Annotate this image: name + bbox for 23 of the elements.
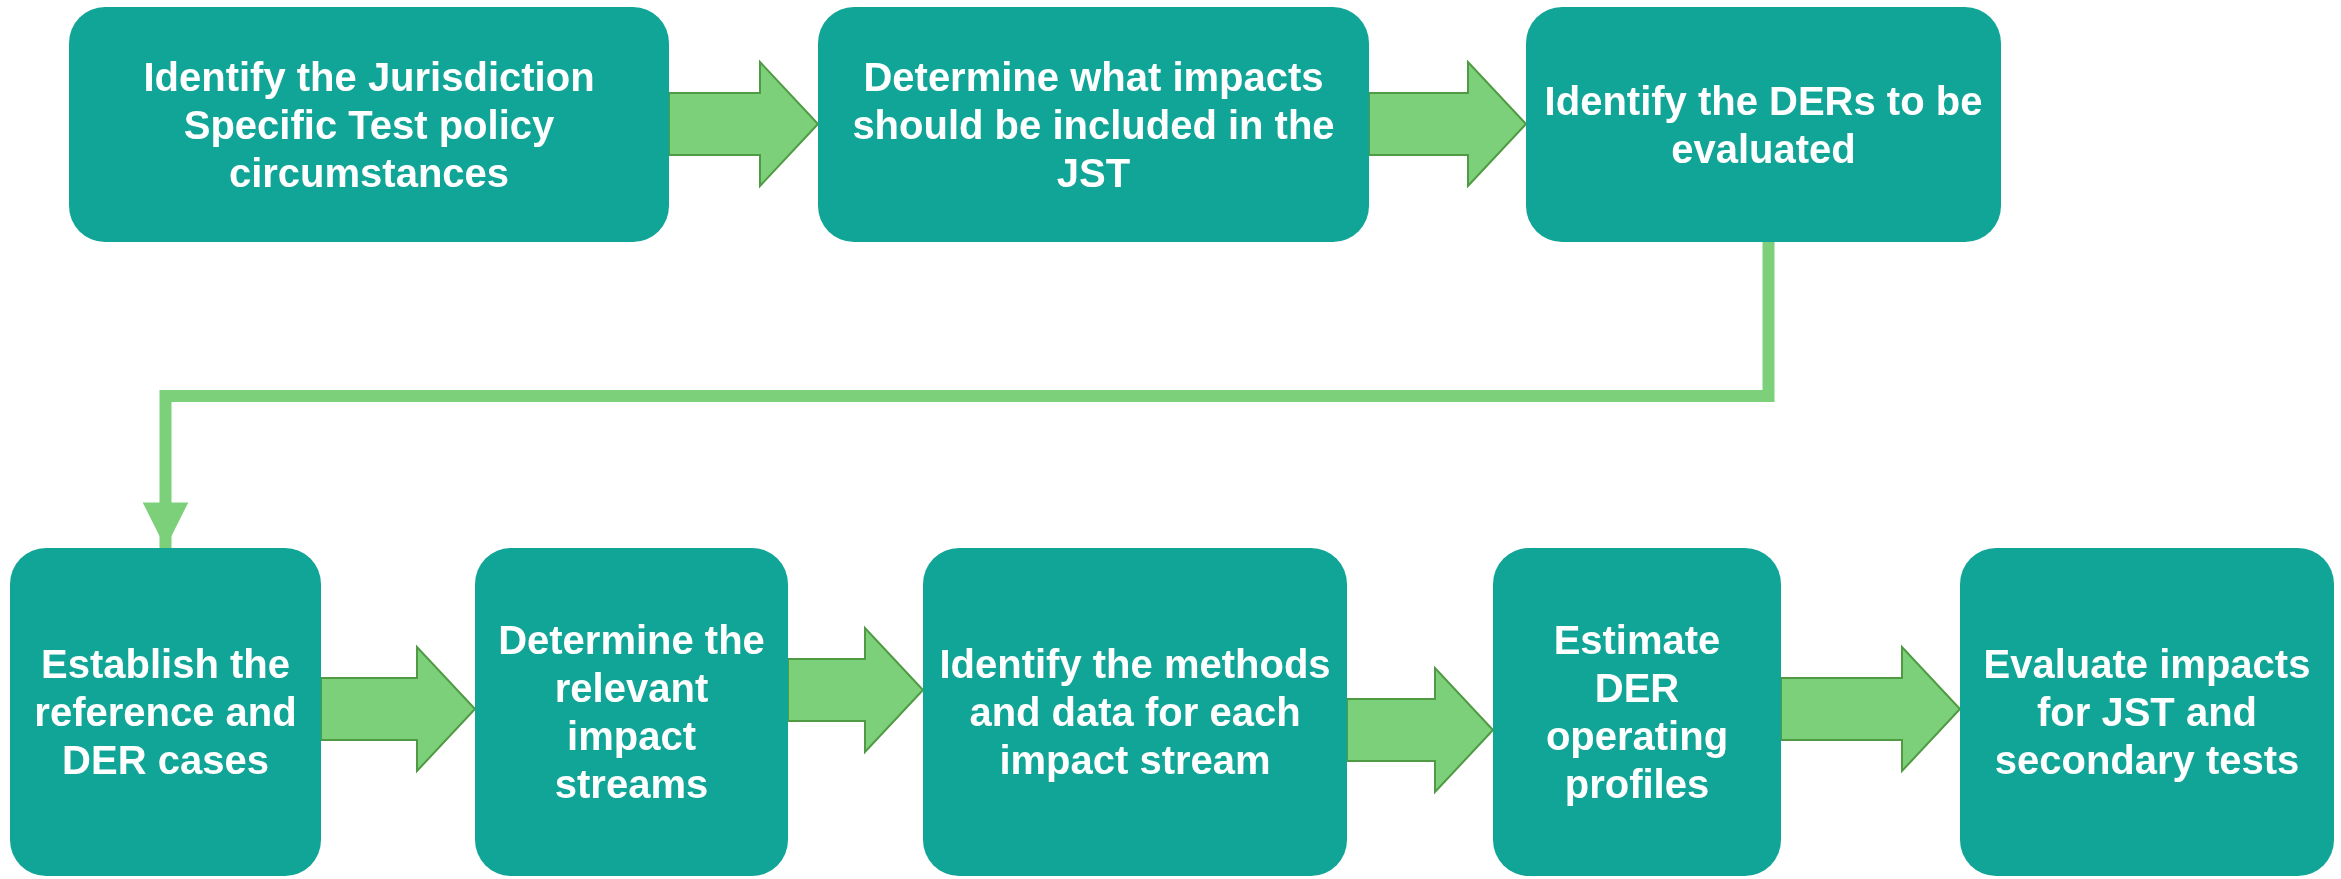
block-arrow: [1346, 665, 1495, 795]
process-box: [1493, 548, 1781, 876]
step-text: Determine what impacts should be included in the JST: [851, 53, 1336, 197]
connector-arrow: [142, 242, 1775, 548]
block-arrow: [320, 644, 477, 774]
process-box: [69, 7, 669, 242]
step-text: Evaluate impacts for JST and secondary tests: [1982, 641, 2312, 784]
process-box: [10, 548, 321, 876]
block-arrow: [1368, 59, 1528, 189]
process-box: [1526, 7, 2001, 242]
block-arrow: [787, 625, 925, 755]
block-arrow: [668, 59, 820, 189]
block-arrow: [1780, 644, 1962, 774]
step-text: Establish the reference and DER cases: [33, 641, 298, 784]
step-text: Determine the relevant impact streams: [497, 617, 766, 808]
process-box: [818, 7, 1369, 242]
step-text: Identify the DERs to be evaluated: [1543, 77, 1984, 173]
process-box: [475, 548, 788, 876]
process-box: [1960, 548, 2334, 876]
step-text: Identify the Jurisdiction Specific Test policy circumstances: [142, 53, 596, 197]
process-box: [923, 548, 1347, 876]
step-text: Identify the methods and data for each impact stream: [939, 641, 1331, 784]
step-text: Estimate DER operating profiles: [1544, 617, 1730, 808]
